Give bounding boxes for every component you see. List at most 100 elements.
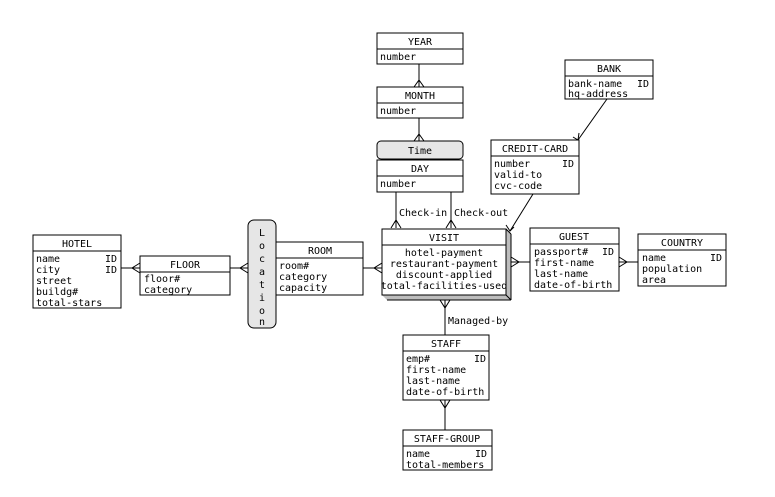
attr-name: population — [642, 264, 702, 275]
attr-key: ID — [602, 247, 614, 258]
attr-name: name — [36, 254, 60, 265]
attr-name: number — [380, 52, 416, 63]
attr-name: date-of-birth — [534, 280, 612, 291]
attr-name: total-members — [406, 460, 484, 471]
entity-guest: GUEST passport# ID first-name last-name … — [529, 227, 620, 292]
attr-key: ID — [710, 253, 722, 264]
entity-title: DAY — [411, 164, 429, 175]
attr-name: name — [406, 449, 430, 460]
entity-hotel: HOTEL name ID city ID street buildg# tot… — [32, 234, 122, 309]
attr-key: ID — [562, 159, 574, 170]
attr-name: total-stars — [36, 298, 102, 309]
attr-name: first-name — [534, 258, 594, 269]
crowfoot-creditcard — [572, 132, 580, 141]
relationship-managed-by-label: Managed-by — [448, 316, 508, 327]
entity-title: MONTH — [405, 91, 435, 102]
crowfoot-visit-room — [373, 262, 383, 274]
attr-name: number — [494, 159, 530, 170]
entity-room: ROOM room# category capacity — [275, 241, 364, 296]
entity-title: VISIT — [429, 233, 459, 244]
attr-key: ID — [105, 254, 117, 265]
attr-name: hq-address — [568, 89, 628, 100]
attr-name: total-facilities-used — [381, 281, 507, 292]
attr-name: restaurant-payment — [390, 259, 498, 270]
crowfoot-location — [239, 262, 249, 274]
attr-name: hotel-payment — [405, 248, 483, 259]
crowfoot-guest-country — [618, 256, 628, 268]
group-location-letter: t — [259, 280, 265, 291]
attr-name: category — [144, 285, 192, 296]
attr-name: first-name — [406, 365, 466, 376]
entity-visit: VISIT hotel-payment restaurant-payment d… — [381, 228, 512, 301]
attr-name: buildg# — [36, 287, 78, 298]
attr-name: last-name — [534, 269, 588, 280]
crowfoot-checkout — [445, 219, 457, 229]
attr-name: cvc-code — [494, 181, 542, 192]
connector-creditcard-visit — [509, 193, 534, 232]
entity-month: MONTH number — [376, 86, 464, 119]
entity-title: ROOM — [308, 246, 332, 257]
entity-staff: STAFF emp# ID first-name last-name date-… — [402, 334, 490, 401]
group-location-letter: L — [259, 228, 265, 239]
relationship-checkout-label: Check-out — [454, 208, 508, 219]
entity-title: COUNTRY — [661, 238, 703, 249]
attr-name: number — [380, 106, 416, 117]
entity-credit-card: CREDIT-CARD number ID valid-to cvc-code — [490, 139, 580, 195]
group-location-letter: o — [259, 241, 265, 252]
entity-bank: BANK bank-name ID hq-address — [564, 59, 654, 100]
group-time-label: Time — [408, 146, 432, 157]
attr-name: passport# — [534, 247, 588, 258]
group-location-letter: c — [259, 254, 265, 265]
group-location-letter: o — [259, 306, 265, 317]
attr-name: floor# — [144, 274, 180, 285]
attr-name: room# — [279, 261, 309, 272]
entity-title: YEAR — [408, 37, 433, 48]
attr-name: last-name — [406, 376, 460, 387]
relationship-checkin-label: Check-in — [399, 208, 447, 219]
entity-day: DAY number — [376, 159, 464, 193]
crowfoot-visit-cc — [505, 224, 515, 232]
group-time: Time — [376, 140, 464, 160]
attr-name: area — [642, 275, 666, 286]
attr-name: city — [36, 265, 60, 276]
attr-name: date-of-birth — [406, 387, 484, 398]
connectors — [121, 64, 638, 430]
entity-title: STAFF — [431, 339, 461, 350]
crowfoot-visit-guest — [510, 256, 520, 268]
crowfoot-staff-group — [439, 399, 451, 409]
attr-key: ID — [105, 265, 117, 276]
group-location-letter: a — [259, 267, 265, 278]
attr-name: capacity — [279, 283, 327, 294]
entity-staff-group: STAFF-GROUP name ID total-members — [402, 429, 493, 471]
entity-title: BANK — [597, 64, 621, 75]
crowfoot-floor — [131, 262, 141, 274]
attr-key: ID — [475, 449, 487, 460]
connector-bank-creditcard — [577, 98, 608, 141]
attr-name: discount-applied — [396, 270, 492, 281]
group-location: L o c a t i o n — [247, 219, 277, 329]
attr-key: ID — [637, 79, 649, 90]
attr-key: ID — [474, 354, 486, 365]
attr-name: emp# — [406, 354, 430, 365]
attr-name: street — [36, 276, 72, 287]
attr-name: category — [279, 272, 327, 283]
entity-year: YEAR number — [376, 32, 464, 65]
entity-title: GUEST — [559, 232, 589, 243]
group-location-letter: n — [259, 317, 265, 328]
entity-floor: FLOOR floor# category — [139, 255, 231, 296]
attr-name: valid-to — [494, 170, 542, 181]
entity-title: FLOOR — [170, 260, 201, 271]
crowfoot-time-top — [413, 133, 425, 142]
attr-name: bank-name — [568, 79, 622, 90]
entity-title: CREDIT-CARD — [502, 144, 568, 155]
crowfoot-month-top — [413, 79, 425, 88]
entity-country: COUNTRY name ID population area — [637, 233, 727, 287]
attr-name: number — [380, 179, 416, 190]
entity-title: STAFF-GROUP — [414, 434, 480, 445]
entity-title: HOTEL — [62, 239, 92, 250]
crowfoot-checkin — [390, 219, 402, 229]
attr-name: name — [642, 253, 666, 264]
crowfoot-visit-staff — [439, 299, 451, 309]
group-location-letter: i — [259, 293, 265, 304]
